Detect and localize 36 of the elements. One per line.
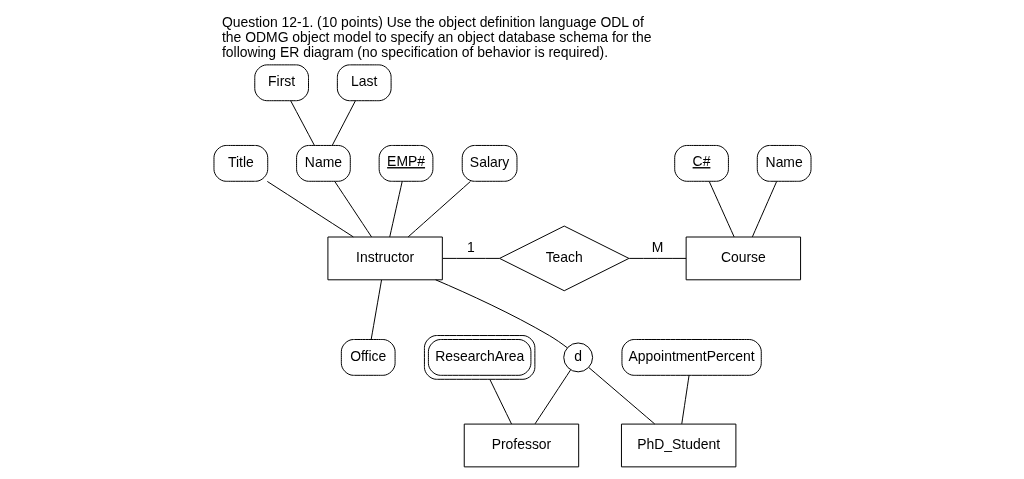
- connector: [289, 100, 315, 146]
- connector: [407, 180, 471, 238]
- node-box: C#: [673, 144, 729, 182]
- diagram-title: Question 12-1. (10 points) Use the object definition language ODL of the ODMG object model to specify an object database schema for the following ER diagram (no specification of behavior is required).: [221, 14, 651, 61]
- edge-label: M: [651, 238, 663, 255]
- node-box: Last: [336, 64, 392, 102]
- node-box: Title: [213, 144, 268, 182]
- node-box: EMP#: [378, 144, 433, 182]
- node-box: Course: [685, 236, 801, 281]
- connector: [751, 180, 777, 238]
- connector: [441, 257, 500, 259]
- connector: [434, 279, 568, 349]
- node-box: ResearchArea: [423, 335, 535, 380]
- node-diamond: Teach: [498, 225, 629, 292]
- node-circle: d: [562, 342, 593, 373]
- node-box: PhD_Student: [620, 423, 736, 468]
- connector: [708, 180, 735, 238]
- connector: [489, 379, 512, 425]
- node-box: First: [253, 64, 309, 102]
- connector: [331, 100, 356, 146]
- node-box: Name: [756, 144, 811, 182]
- node-box: Name: [295, 144, 351, 182]
- node-box: Instructor: [326, 236, 443, 281]
- connector: [534, 369, 571, 425]
- connector: [628, 257, 687, 259]
- edge-label: 1: [466, 238, 475, 255]
- node-box: Office: [340, 339, 396, 376]
- node-box: Professor: [463, 423, 579, 468]
- node-box: AppointmentPercent: [620, 339, 762, 376]
- connector: [266, 180, 354, 238]
- connector: [587, 367, 655, 425]
- connector: [370, 279, 382, 340]
- connector: [333, 180, 372, 238]
- connector: [680, 374, 690, 425]
- node-box: Salary: [461, 144, 517, 182]
- connector: [388, 180, 403, 238]
